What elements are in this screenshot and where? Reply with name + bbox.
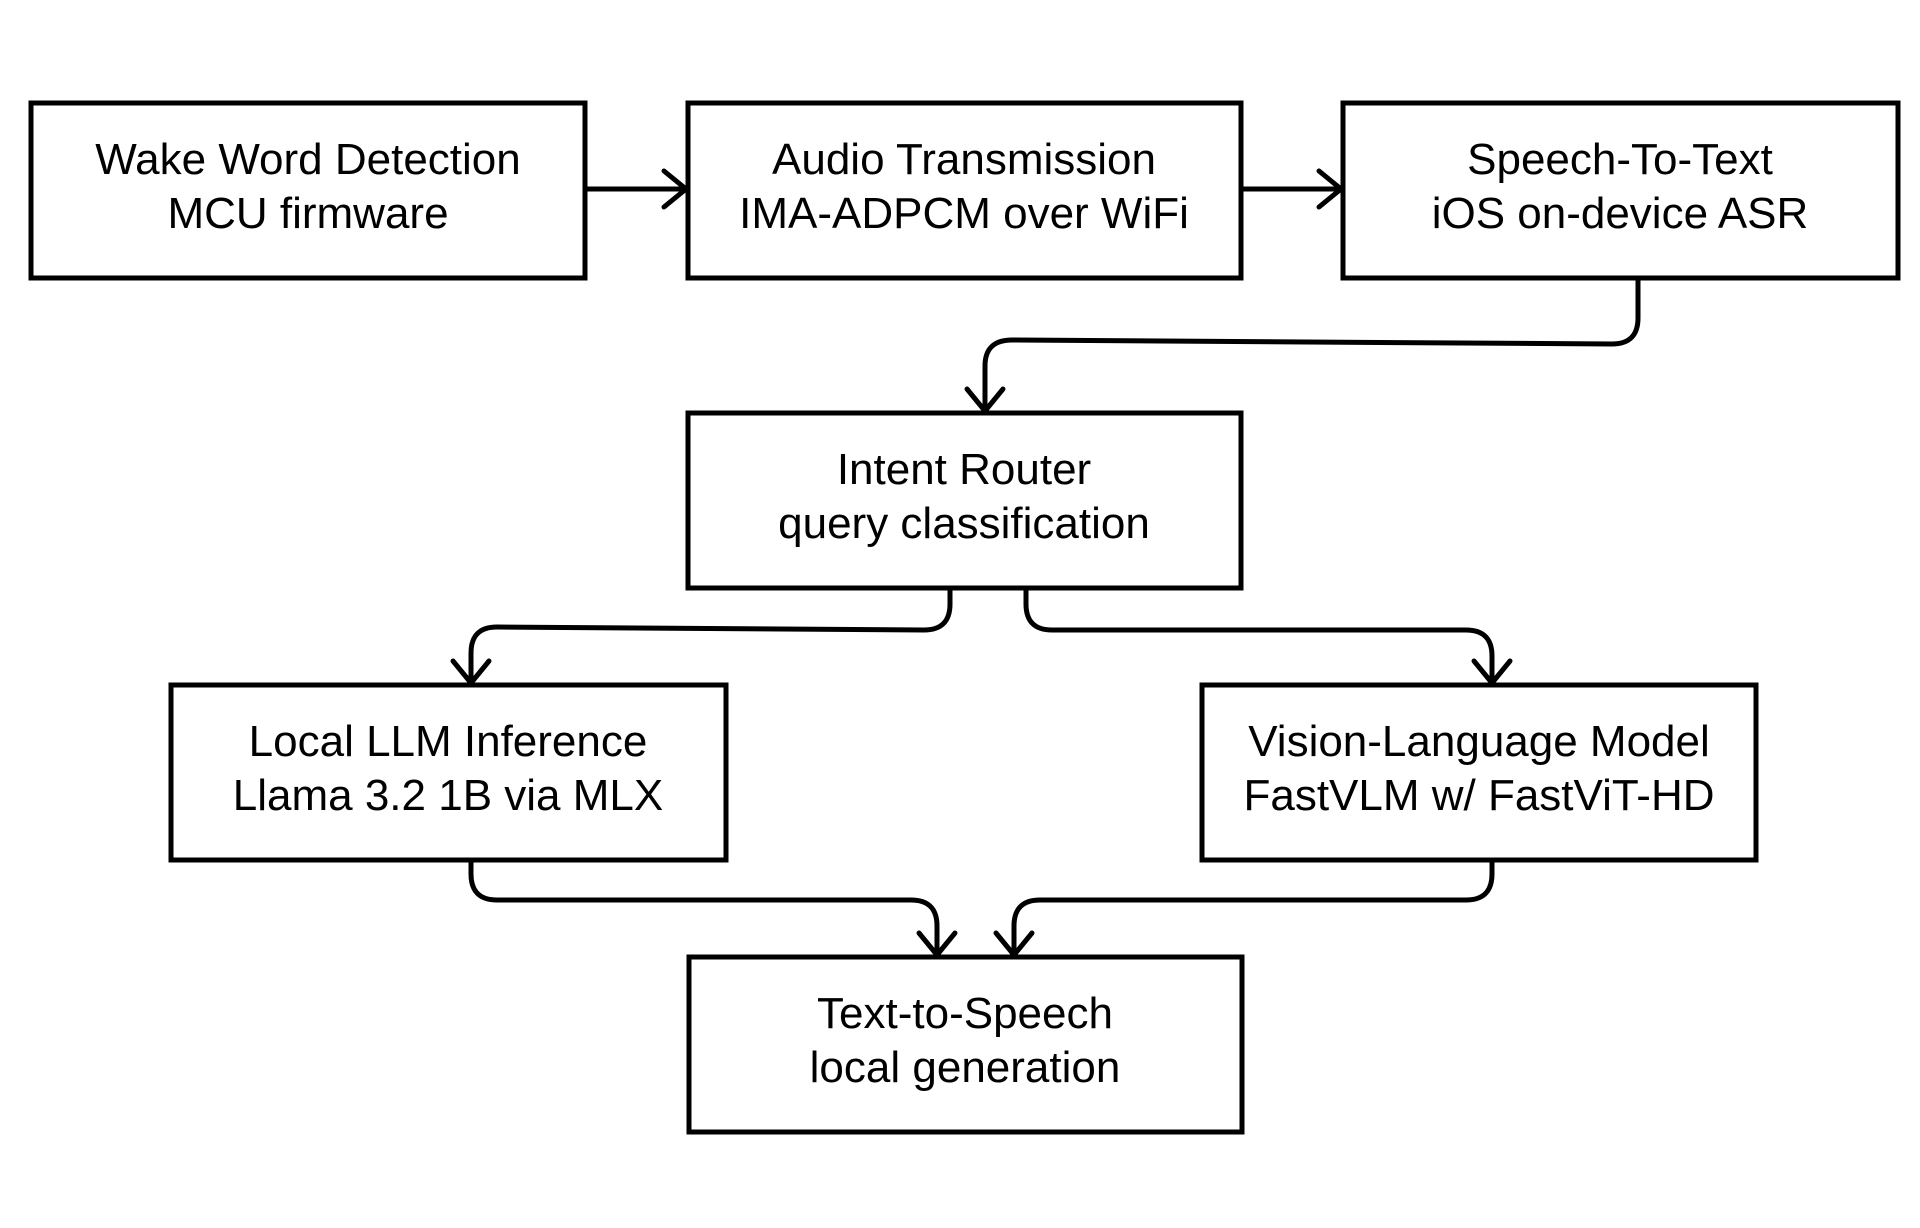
node-speech-to-text-title: Speech-To-Text bbox=[1467, 135, 1773, 184]
node-audio-transmission-subtitle: IMA-ADPCM over WiFi bbox=[739, 189, 1189, 238]
edge-vlm-to-tts bbox=[1011, 857, 1495, 957]
node-speech-to-text-subtitle: iOS on-device ASR bbox=[1432, 189, 1809, 238]
node-local-llm-inference-title: Local LLM Inference bbox=[249, 717, 648, 766]
node-audio-transmission: Audio Transmission IMA-ADPCM over WiFi bbox=[685, 100, 1244, 281]
node-intent-router-box bbox=[685, 410, 1244, 591]
node-wake-word-detection-box bbox=[28, 100, 588, 281]
node-local-llm-inference-box bbox=[168, 682, 729, 863]
edge-router-to-llm bbox=[468, 587, 953, 685]
node-intent-router: Intent Router query classification bbox=[685, 410, 1244, 591]
node-text-to-speech: Text-to-Speech local generation bbox=[686, 954, 1245, 1135]
node-wake-word-detection-title: Wake Word Detection bbox=[95, 135, 521, 184]
edge-stt-to-router bbox=[982, 277, 1641, 413]
node-intent-router-title: Intent Router bbox=[837, 445, 1091, 494]
node-text-to-speech-title: Text-to-Speech bbox=[817, 989, 1113, 1038]
node-speech-to-text: Speech-To-Text iOS on-device ASR bbox=[1340, 100, 1901, 281]
edge-router-to-vlm bbox=[1023, 587, 1495, 685]
node-vision-language-model-box bbox=[1199, 682, 1759, 863]
node-vision-language-model-title: Vision-Language Model bbox=[1248, 717, 1710, 766]
node-audio-transmission-title: Audio Transmission bbox=[772, 135, 1156, 184]
node-vision-language-model-subtitle: FastVLM w/ FastViT-HD bbox=[1243, 771, 1714, 820]
node-local-llm-inference: Local LLM Inference Llama 3.2 1B via MLX bbox=[168, 682, 729, 863]
node-audio-transmission-box bbox=[685, 100, 1244, 281]
node-text-to-speech-box bbox=[686, 954, 1245, 1135]
node-vision-language-model: Vision-Language Model FastVLM w/ FastViT… bbox=[1199, 682, 1759, 863]
node-local-llm-inference-subtitle: Llama 3.2 1B via MLX bbox=[233, 771, 663, 820]
edge-llm-to-tts bbox=[468, 857, 940, 957]
node-wake-word-detection-subtitle: MCU firmware bbox=[167, 189, 448, 238]
node-wake-word-detection: Wake Word Detection MCU firmware bbox=[28, 100, 588, 281]
node-speech-to-text-box bbox=[1340, 100, 1901, 281]
node-text-to-speech-subtitle: local generation bbox=[810, 1043, 1121, 1092]
node-intent-router-subtitle: query classification bbox=[778, 499, 1150, 548]
